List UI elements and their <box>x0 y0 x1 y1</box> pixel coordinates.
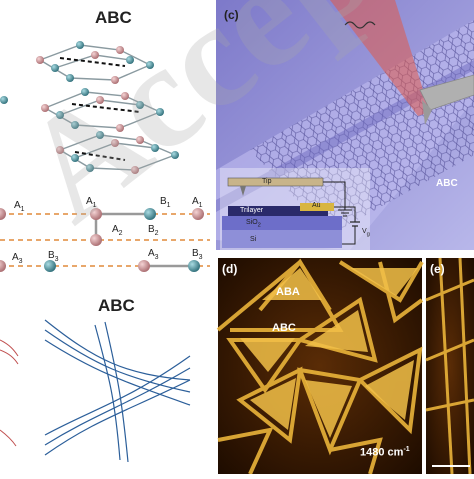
au-contact <box>300 203 334 211</box>
abc-lattice-title: ABC <box>95 8 132 27</box>
atom-label-b3-right: B3 <box>192 248 203 261</box>
atom-label-a1-right: A1 <box>192 196 203 209</box>
device-inset <box>220 168 370 250</box>
panel-e-image <box>425 257 474 475</box>
sio2-label: SiO2 <box>246 219 261 229</box>
si-label: Si <box>250 236 257 243</box>
trilayer-layer <box>228 206 328 216</box>
panel-c-schematic <box>216 0 474 250</box>
trilayer-label: Trilayer <box>240 207 264 214</box>
sio2-layer <box>222 216 342 230</box>
band-diagram <box>44 319 191 463</box>
afm-tip-body <box>419 74 474 111</box>
band-diagram-left <box>0 339 19 447</box>
au-label: Au <box>312 202 321 209</box>
aba-domain-label: ABA <box>276 286 300 298</box>
atom-label-a1-left: A1 <box>14 200 25 213</box>
atom-label-b1: B1 <box>160 196 171 209</box>
panel-label-c: (c) <box>224 8 239 22</box>
panel-label-e: (e) <box>430 262 445 276</box>
atom-label-a3-left: A3 <box>12 252 23 265</box>
tip-bar <box>227 177 324 187</box>
vg-label: Vg <box>362 228 370 238</box>
stacking-diagram <box>0 208 210 272</box>
wavenumber-label: 1480 cm-1 <box>360 446 410 459</box>
abc-lattice-stack <box>0 41 179 174</box>
panel-label-d: (d) <box>222 262 238 276</box>
atom-label-a1: A1 <box>86 196 97 209</box>
atom-label-a2: A2 <box>112 224 123 237</box>
si-layer <box>222 230 342 248</box>
atom-label-b2: B2 <box>148 224 159 237</box>
laser-beam <box>330 0 430 116</box>
tip-label: Tip <box>262 178 272 185</box>
abc-domain-label: ABC <box>272 322 296 334</box>
sample-label: ABC <box>436 178 458 189</box>
atom-label-b3: B3 <box>48 250 59 263</box>
panel-d-image <box>216 258 424 475</box>
atom-label-a3: A3 <box>148 248 159 261</box>
abc-band-title: ABC <box>98 296 135 315</box>
afm-tip-point <box>422 100 432 125</box>
